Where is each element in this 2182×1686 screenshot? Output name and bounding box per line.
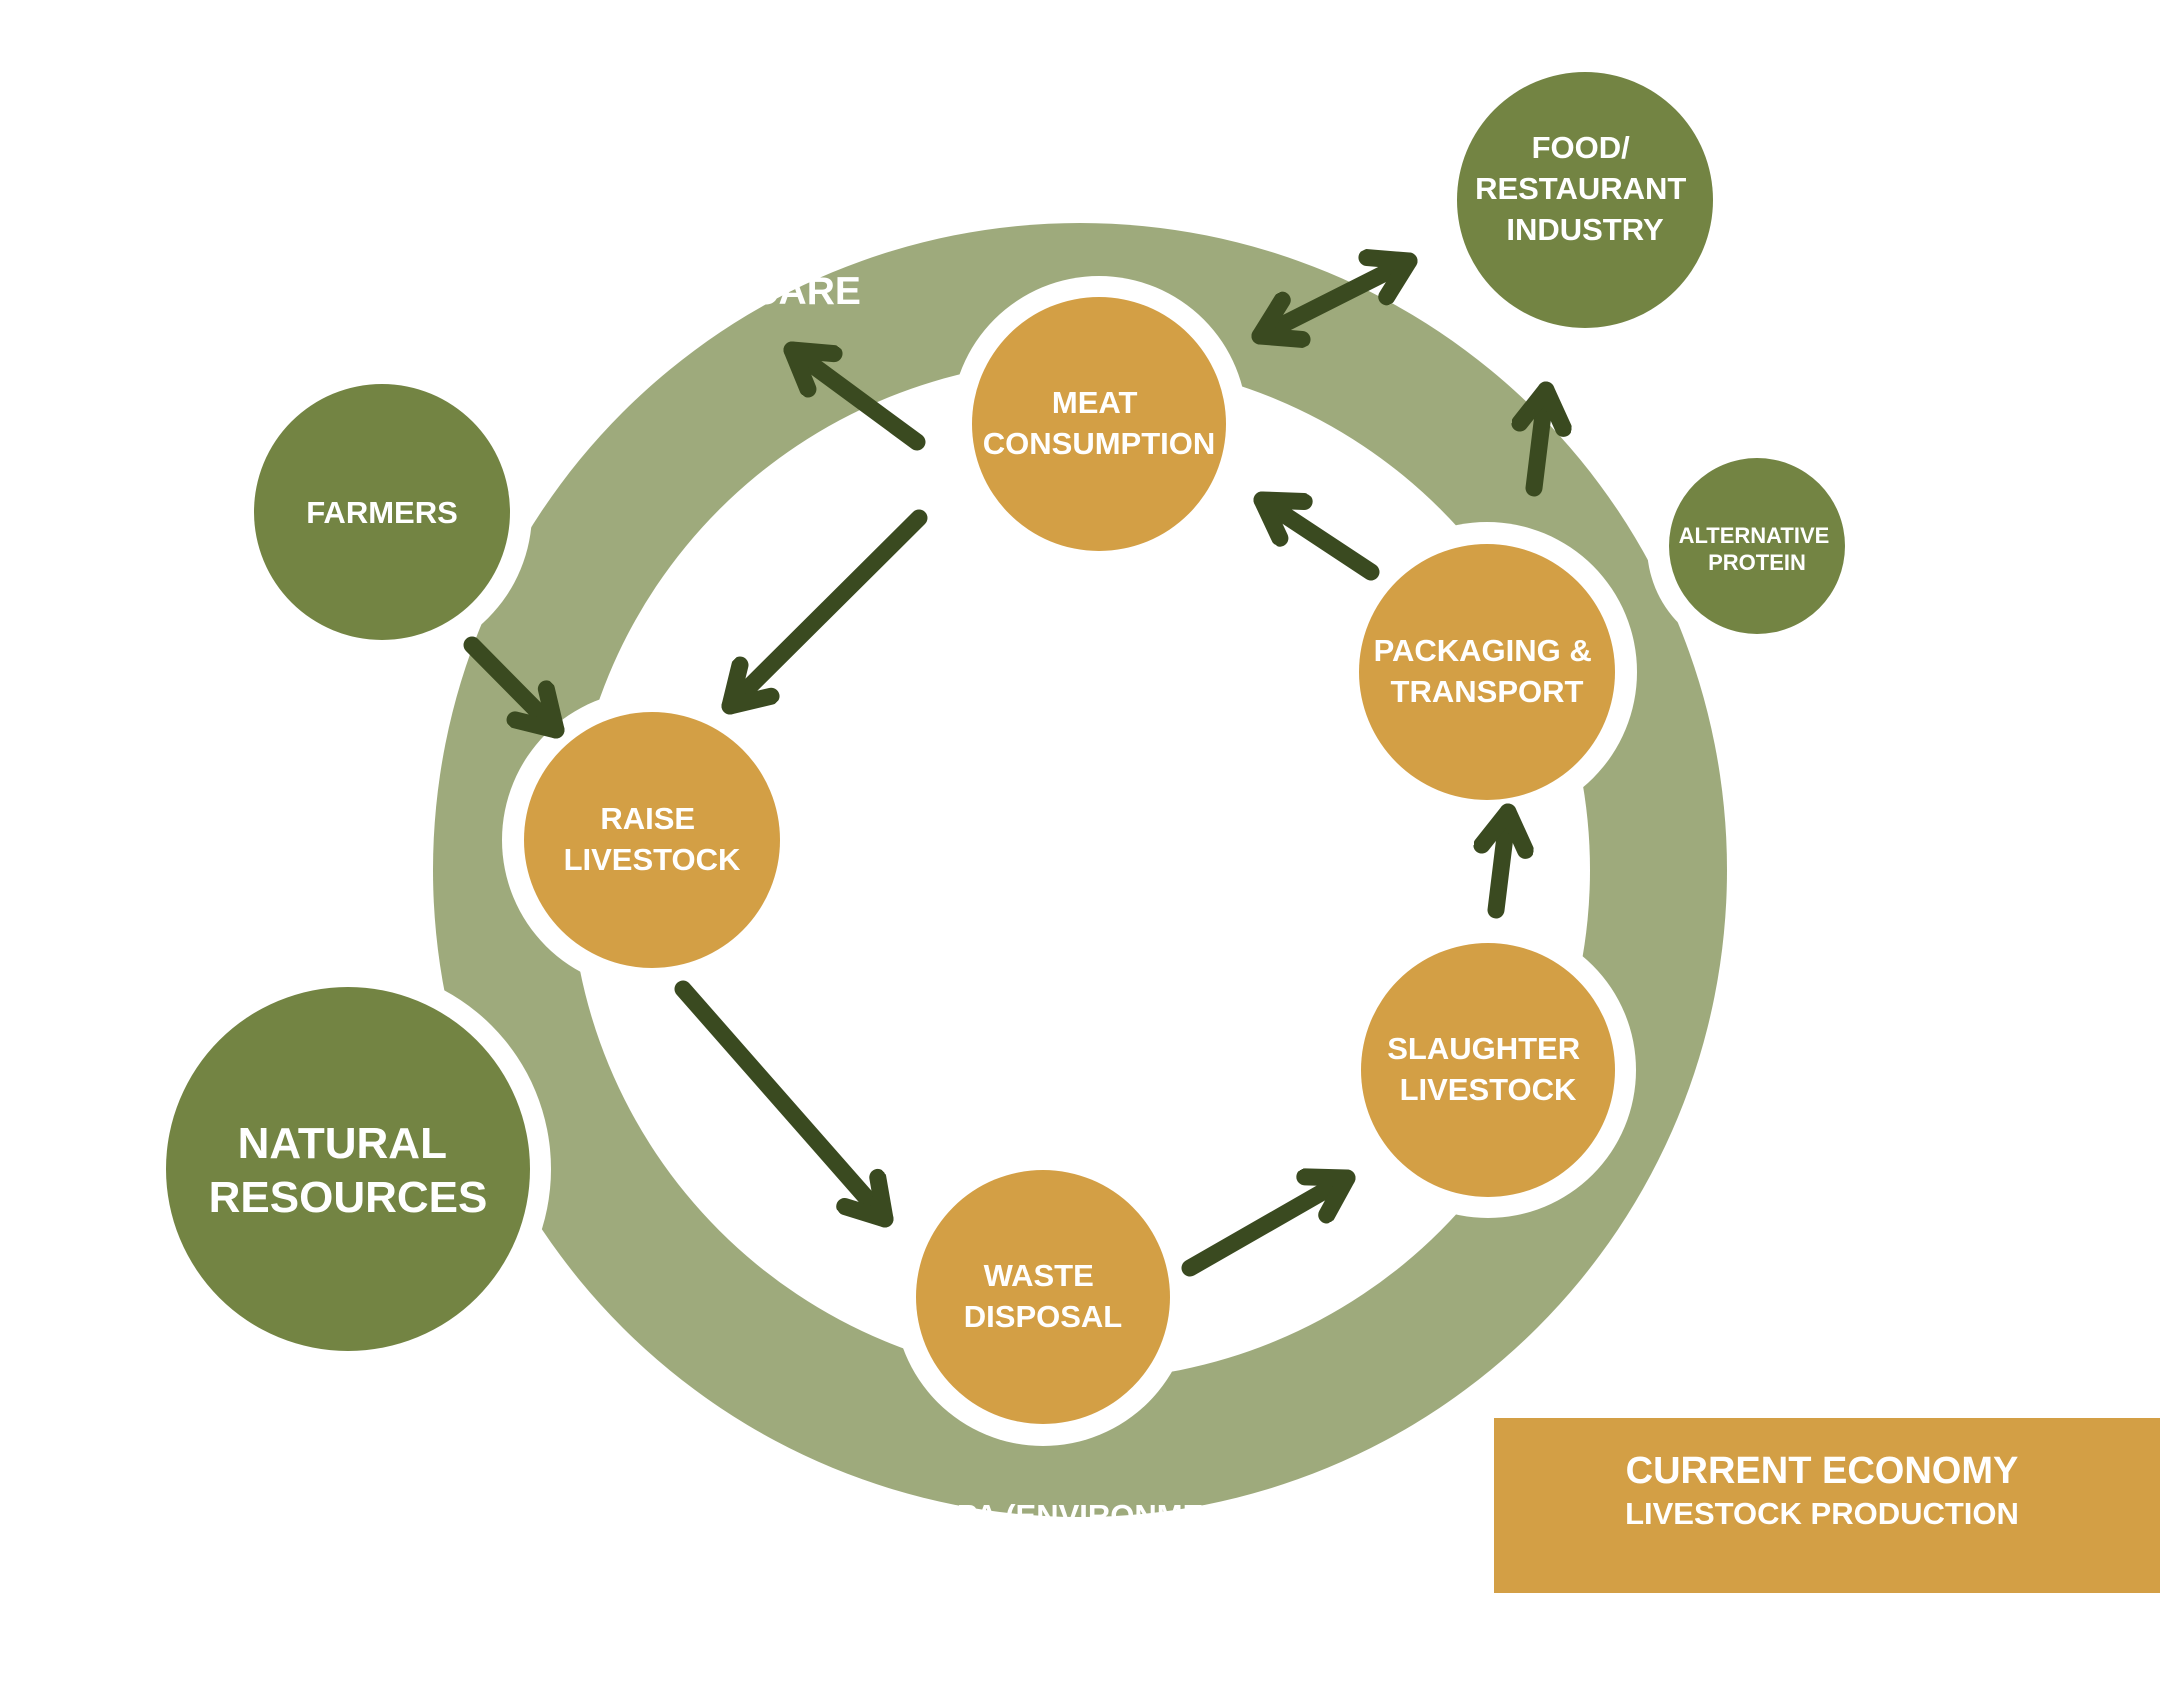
packaging-transport-label: PACKAGING & TRANSPORT <box>1374 633 1601 709</box>
title-livestock-production: LIVESTOCK PRODUCTION <box>1625 1496 2019 1531</box>
arrow-meat-food-bidirectional <box>1251 261 1418 336</box>
arrow-packaging-to-meat <box>1253 491 1380 581</box>
node-packaging-transport: PACKAGING & TRANSPORT <box>1337 522 1637 822</box>
arrow-raise-to-waste <box>674 980 894 1228</box>
healthcare-label: HEALTHCARE <box>595 270 861 313</box>
node-raise-livestock: RAISE LIVESTOCK <box>502 690 802 990</box>
title-current-economy: CURRENT ECONOMY <box>1626 1450 2019 1492</box>
arrow-slaughter-to-packaging <box>1496 803 1508 919</box>
node-waste-disposal: WASTE DISPOSAL <box>894 1148 1192 1446</box>
natural-resources-label: NATURAL RESOURCES <box>209 1119 488 1222</box>
node-slaughter-livestock: SLAUGHTER LIVESTOCK <box>1340 922 1636 1218</box>
node-meat-consumption: MEAT CONSUMPTION <box>951 276 1247 572</box>
arrow-meat-to-raise-livestock <box>721 509 928 715</box>
raise-livestock-label: RAISE LIVESTOCK <box>564 801 741 877</box>
epa-label: EPA (ENVIRONMENTAL PROTECTION AGENCY) <box>936 1498 1291 1573</box>
node-food-restaurant-industry: FOOD/ RESTAURANT INDUSTRY <box>1435 50 1735 350</box>
slaughter-livestock-label: SLAUGHTER LIVESTOCK <box>1387 1031 1589 1107</box>
alternative-protein-label: ALTERNATIVE PROTEIN <box>1679 523 1836 575</box>
node-farmers: FARMERS <box>232 362 532 662</box>
usda-label: USDA (US DEPARTMENT OF AGRICULTURE <box>891 128 1270 203</box>
node-natural-resources: NATURAL RESOURCES <box>145 966 551 1372</box>
waste-disposal-label: WASTE DISPOSAL <box>964 1258 1122 1334</box>
farmers-label: FARMERS <box>306 495 458 530</box>
food-restaurant-label: FOOD/ RESTAURANT INDUSTRY <box>1475 130 1695 247</box>
arrow-waste-to-slaughter <box>1181 1178 1356 1277</box>
arrow-packaging-to-food <box>1534 381 1546 497</box>
node-alternative-protein: ALTERNATIVE PROTEIN <box>1647 436 1867 656</box>
arrow-farmers-to-raise-livestock <box>463 636 565 739</box>
title-box: CURRENT ECONOMY LIVESTOCK PRODUCTION <box>1470 1392 2182 1593</box>
meat-consumption-label: MEAT CONSUMPTION <box>983 385 1216 461</box>
arrows <box>463 261 1546 1277</box>
arrow-meat-to-healthcare <box>783 341 926 451</box>
